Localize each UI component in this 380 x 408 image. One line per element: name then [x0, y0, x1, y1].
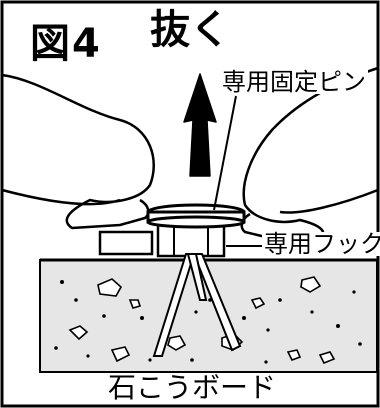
up-arrow-icon [183, 73, 217, 177]
left-hand [1, 73, 155, 230]
fixing-pin-head [146, 203, 246, 229]
board-label: 石こうボード [108, 371, 277, 404]
right-hand [240, 66, 379, 242]
figure-title: 図4 [30, 21, 102, 67]
hook-label: 専用フック [262, 232, 380, 256]
action-label: 抜く [150, 7, 230, 53]
pin-label: 専用固定ピン [220, 68, 368, 96]
pin-leader-line [213, 95, 237, 211]
fixing-pins [152, 253, 242, 357]
